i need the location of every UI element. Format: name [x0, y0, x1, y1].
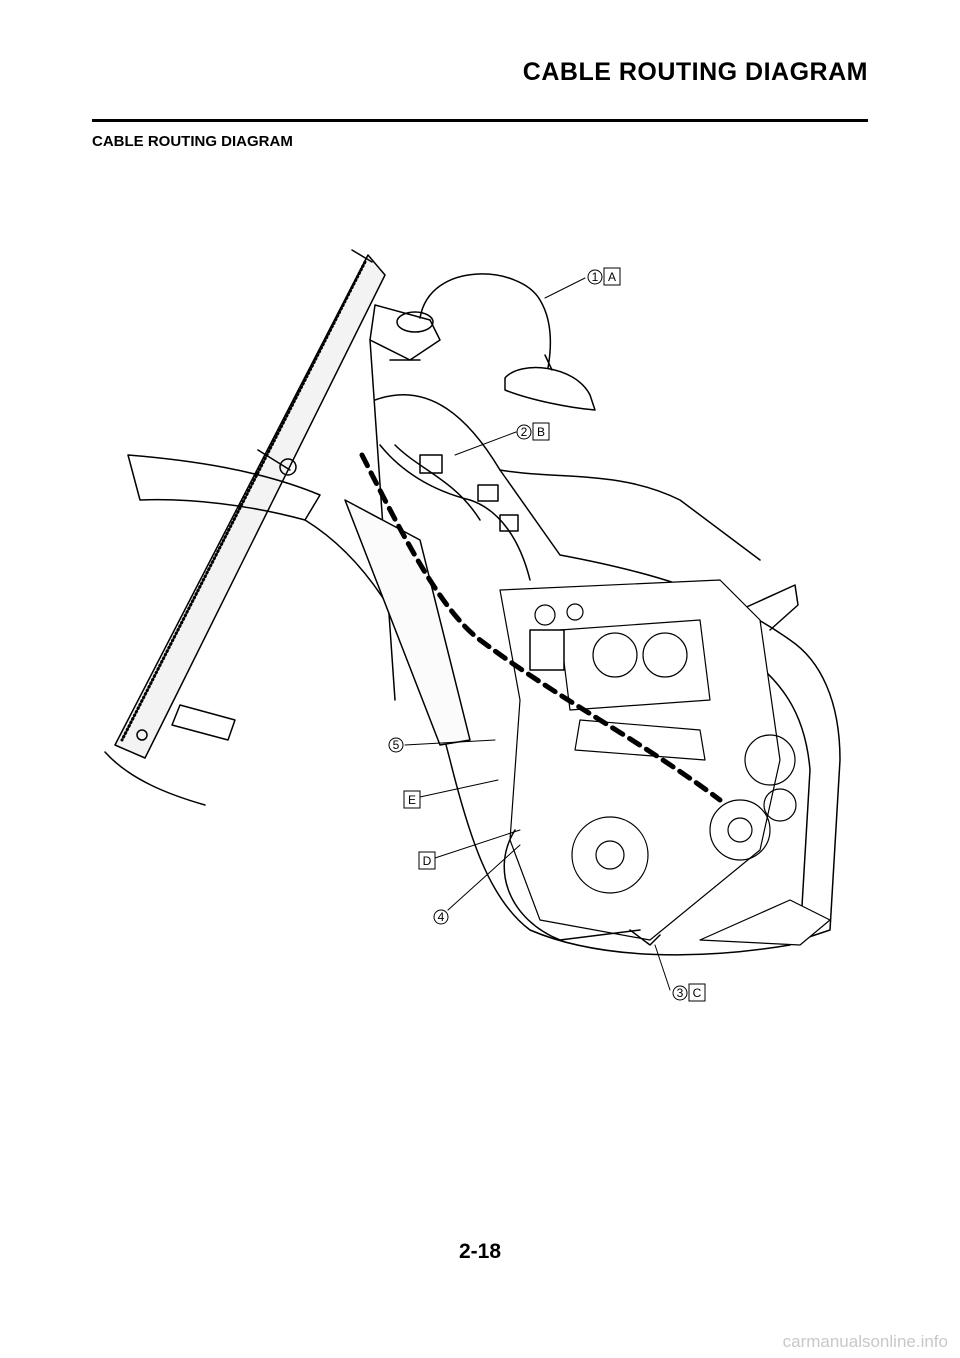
callout-5: 5 [388, 737, 404, 753]
svg-text:3: 3 [677, 986, 684, 1000]
front-fork [114, 249, 386, 759]
svg-text:E: E [408, 793, 416, 807]
speedometer-cable [419, 273, 596, 411]
lower-frame [503, 829, 661, 946]
page-number: 2-18 [458, 1240, 502, 1263]
svg-text:4: 4 [438, 910, 445, 924]
svg-text:2: 2 [521, 425, 528, 439]
steering-head [369, 304, 441, 701]
callout-1a: 1 A [587, 267, 621, 286]
callout-d: D [418, 851, 436, 870]
callout-e: E [403, 790, 421, 809]
header-rule [92, 119, 868, 122]
callout-2b: 2 B [516, 422, 550, 441]
engine [499, 579, 831, 946]
front-fender [104, 454, 321, 806]
svg-text:1: 1 [592, 270, 599, 284]
harness-connectors [379, 444, 565, 671]
svg-text:B: B [537, 425, 545, 439]
callout-3c: 3 C [672, 983, 706, 1002]
svg-text:5: 5 [393, 738, 400, 752]
callout-4: 4 [433, 909, 449, 925]
svg-text:D: D [423, 854, 432, 868]
watermark: carmanualsonline.info [782, 1332, 948, 1351]
page-header-title: CABLE ROUTING DIAGRAM [522, 58, 868, 86]
svg-text:A: A [608, 270, 616, 284]
cable-routing-path [359, 452, 723, 803]
section-title: CABLE ROUTING DIAGRAM [92, 133, 293, 150]
svg-text:C: C [693, 986, 702, 1000]
